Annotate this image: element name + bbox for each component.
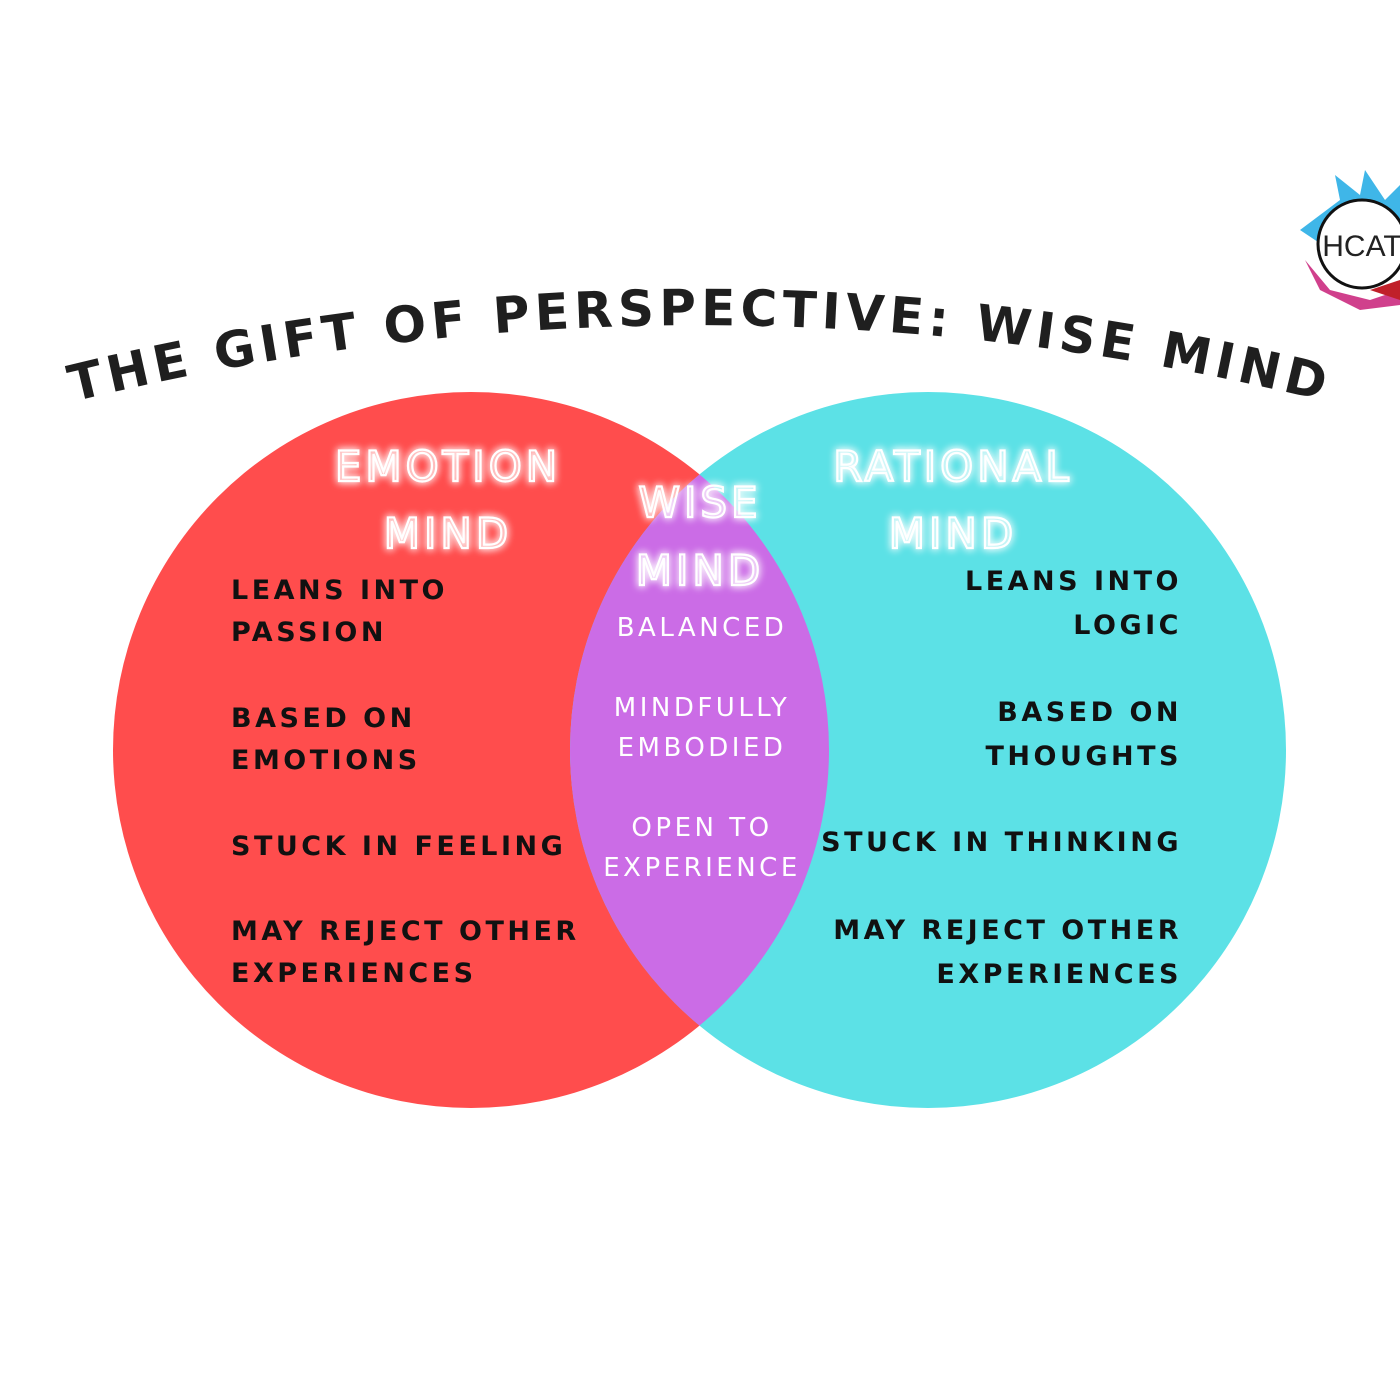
rational-item: LOGIC [1073, 610, 1182, 641]
rational-item: EXPERIENCES [936, 959, 1182, 990]
wise-item: BALANCED [617, 613, 788, 643]
rational-item: THOUGHTS [985, 741, 1182, 772]
wise-mind-overlap [570, 392, 829, 1108]
wise-heading-line2: MIND [636, 546, 764, 595]
emotion-item: EMOTIONS [231, 745, 421, 776]
logo-text: HCAT [1322, 230, 1400, 263]
emotion-items: LEANS INTO PASSION BASED ON EMOTIONS STU… [231, 575, 580, 989]
rational-item: LEANS INTO [965, 566, 1182, 597]
emotion-item: PASSION [231, 617, 387, 648]
rational-items: LEANS INTO LOGIC BASED ON THOUGHTS STUCK… [821, 566, 1182, 990]
wise-item: MINDFULLY [614, 693, 790, 723]
emotion-item: EXPERIENCES [231, 958, 477, 989]
rational-heading-line1: RATIONAL [833, 442, 1073, 491]
logo-circle [1316, 198, 1400, 290]
wise-items: BALANCED MINDFULLY EMBODIED OPEN TO EXPE… [603, 613, 801, 883]
rational-heading-line2: MIND [889, 509, 1017, 558]
page-title: THE GIFT OF PERSPECTIVE: WISE MIND [62, 279, 1337, 413]
emotion-item: MAY REJECT OTHER [231, 916, 580, 947]
wise-item: OPEN TO [631, 813, 772, 843]
emotion-item: BASED ON [231, 703, 416, 734]
title-text: THE GIFT OF PERSPECTIVE: WISE MIND [62, 279, 1332, 413]
hcat-logo: HCAT [1300, 170, 1400, 310]
emotion-heading-line2: MIND [384, 509, 512, 558]
rational-item: MAY REJECT OTHER [833, 915, 1182, 946]
emotion-item: LEANS INTO [231, 575, 448, 606]
wise-item: EXPERIENCE [603, 853, 801, 883]
rational-item: BASED ON [997, 697, 1182, 728]
emotion-item: STUCK IN FEELING [231, 831, 566, 862]
wise-heading-line1: WISE [638, 478, 761, 527]
emotion-heading-line1: EMOTION [335, 442, 561, 491]
rational-item: STUCK IN THINKING [821, 827, 1182, 858]
wise-item: EMBODIED [618, 733, 787, 763]
